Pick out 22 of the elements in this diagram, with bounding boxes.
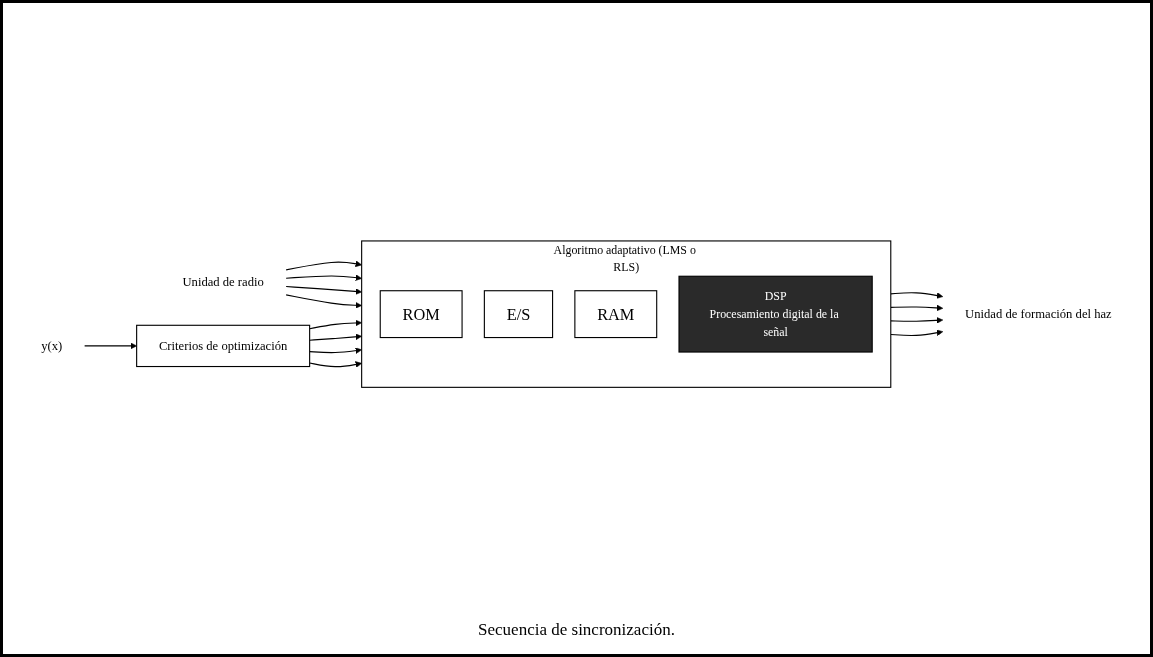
- arrow: [890, 305, 944, 312]
- arrow: [890, 317, 944, 324]
- arrow: [285, 294, 362, 309]
- node-text: Unidad de radio: [182, 275, 264, 290]
- arrow: [890, 292, 944, 300]
- node-box: E/S: [483, 290, 554, 339]
- node-box: DSP Procesamiento digital de la señal: [678, 276, 873, 353]
- arrow: [285, 286, 362, 296]
- arrow: [309, 320, 362, 330]
- arrow: [84, 343, 137, 350]
- arrow: [890, 329, 944, 337]
- node-box: ROM: [379, 290, 463, 339]
- node-box: Criterios de optimización: [136, 325, 311, 368]
- arrow: [285, 260, 362, 271]
- node-box: RAM: [574, 290, 658, 339]
- arrow: [309, 347, 362, 355]
- note-text: Secuencia de sincronización.: [478, 620, 675, 640]
- arrow: [309, 361, 362, 369]
- node-text: Unidad de formación del haz: [965, 307, 1112, 322]
- node-text: y(x): [41, 339, 63, 354]
- arrow: [285, 274, 362, 282]
- arrow: [309, 333, 362, 342]
